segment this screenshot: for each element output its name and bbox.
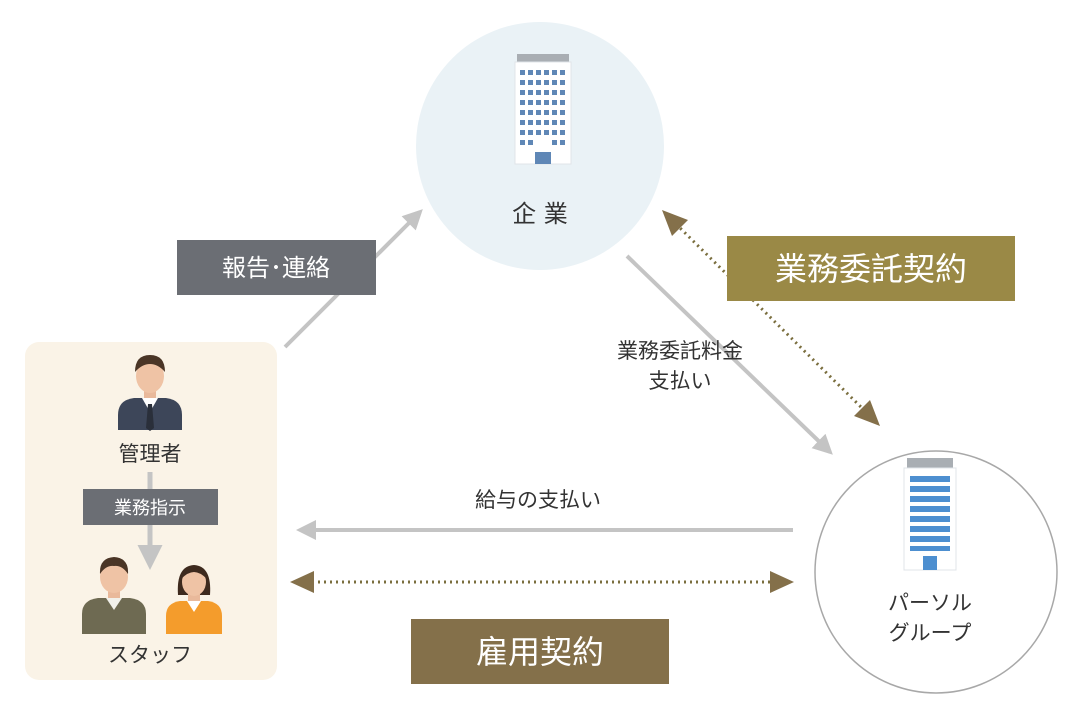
fee-label-line1: 業務委託料金	[617, 339, 743, 363]
male-staff-avatar-icon	[82, 557, 146, 634]
fee-label-line2: 支払い	[649, 369, 712, 393]
fee-payment-arrow	[625, 254, 833, 455]
employment-contract-arrowhead-right	[770, 571, 794, 593]
outsourcing-contract-label: 業務委託契約	[775, 250, 967, 288]
employment-contract-box	[411, 619, 669, 684]
group-label-line2: グループ	[889, 621, 972, 645]
office-building-icon	[903, 458, 957, 571]
company-label: 企 業	[512, 200, 568, 228]
instruction-box	[83, 489, 218, 525]
salary-label: 給与の支払い	[475, 488, 601, 512]
outsourcing-contract-box	[727, 236, 1015, 301]
manager-label: 管理者	[119, 442, 182, 466]
manager-avatar-icon	[118, 355, 182, 431]
instruction-label: 業務指示	[114, 498, 186, 519]
outsourcing-contract-dotted-line	[674, 222, 868, 414]
outsourcing-contract-arrowhead-top	[662, 210, 688, 236]
office-building-icon	[514, 54, 572, 165]
staff-label: スタッフ	[108, 643, 192, 667]
employment-contract-arrowhead-left	[290, 571, 314, 593]
report-label: 報告･連絡	[222, 254, 330, 282]
employment-contract-label: 雇用契約	[476, 633, 604, 671]
female-staff-avatar-icon	[166, 565, 222, 634]
report-label-box	[177, 240, 376, 295]
outsourcing-contract-arrowhead-bottom	[854, 400, 880, 426]
group-label-line1: パーソル	[888, 591, 972, 615]
group-circle	[814, 450, 1058, 694]
